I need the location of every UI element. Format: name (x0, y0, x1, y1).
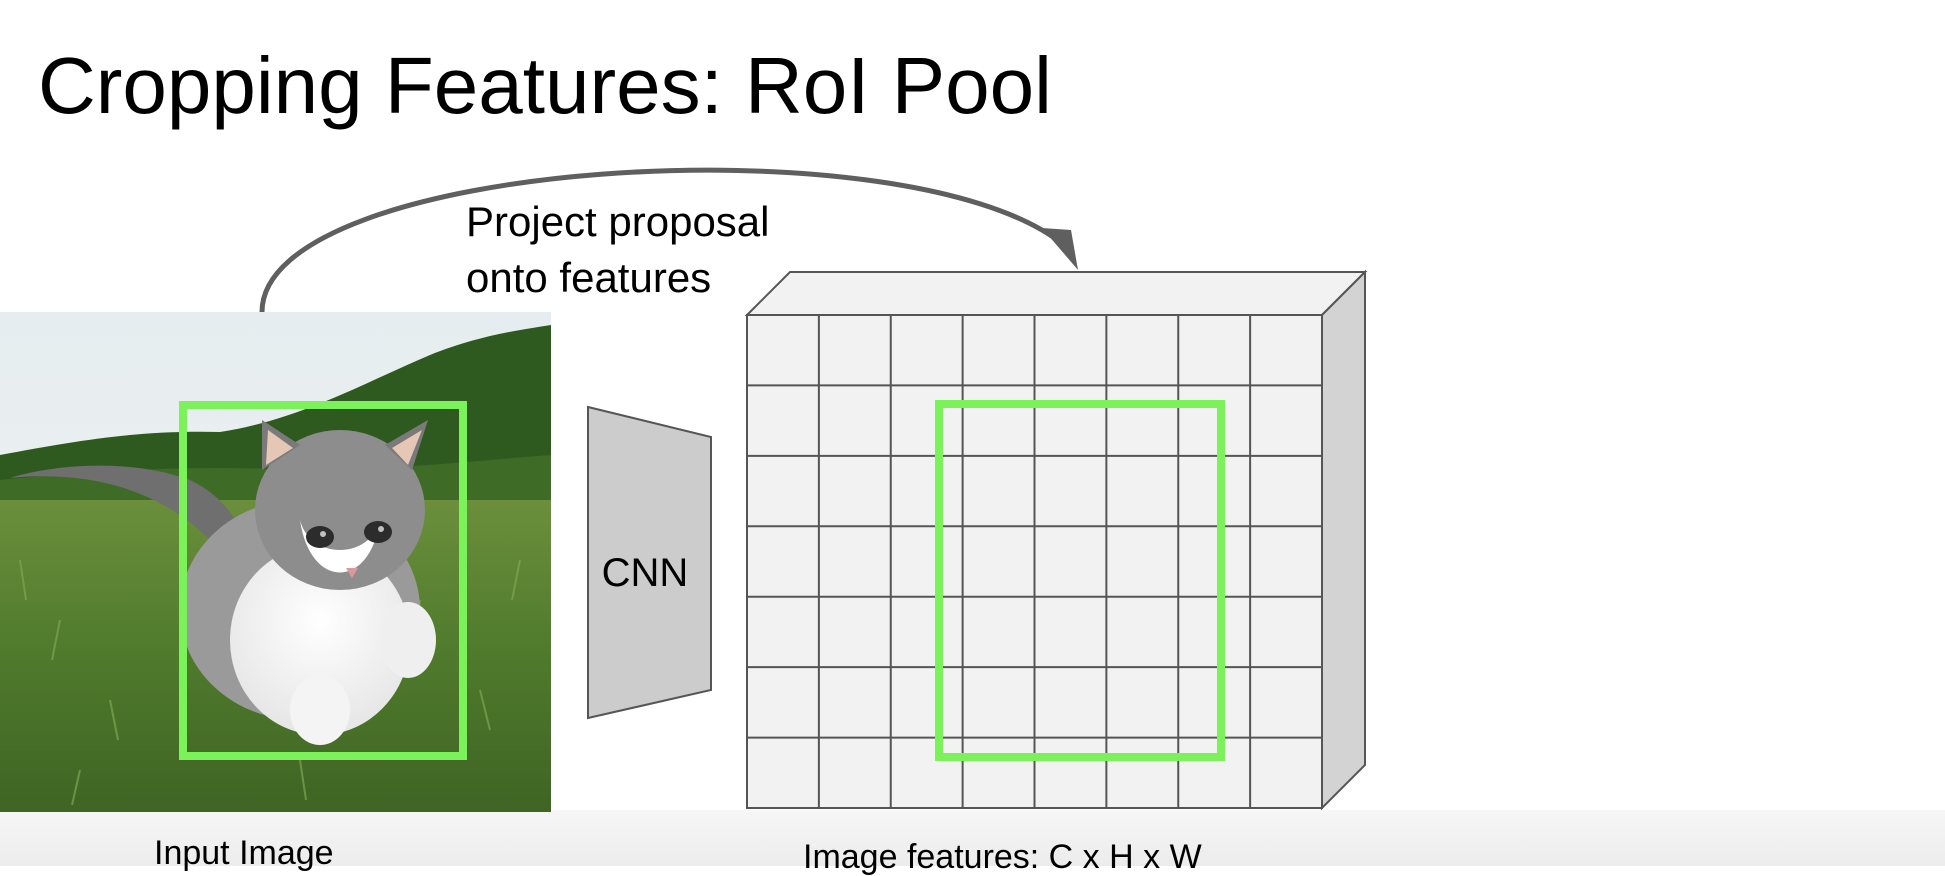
projection-arrow (259, 167, 1078, 313)
feature-grid-lines (747, 315, 1322, 808)
arrow-label-line2: onto features (466, 254, 711, 301)
kitten-head (255, 430, 425, 590)
input-image (0, 312, 551, 812)
cnn-block: CNN (587, 405, 712, 720)
feature-map-top-face (744, 271, 1368, 316)
feature-map (744, 269, 1368, 811)
bottom-band (0, 810, 1945, 866)
slide-title: Cropping Features: RoI Pool (38, 41, 1052, 130)
cnn-label: CNN (602, 551, 689, 595)
features-caption: Image features: C x H x W (803, 838, 1202, 876)
projection-arrow-head (1042, 228, 1078, 270)
input-image-caption: Input Image (154, 834, 334, 872)
feature-map-side-face (1321, 269, 1366, 811)
image-proposal-box (179, 401, 467, 760)
feature-proposal-box (935, 400, 1225, 761)
projection-arrow-curve (259, 167, 1062, 313)
arrow-label-line1: Project proposal (466, 198, 770, 245)
